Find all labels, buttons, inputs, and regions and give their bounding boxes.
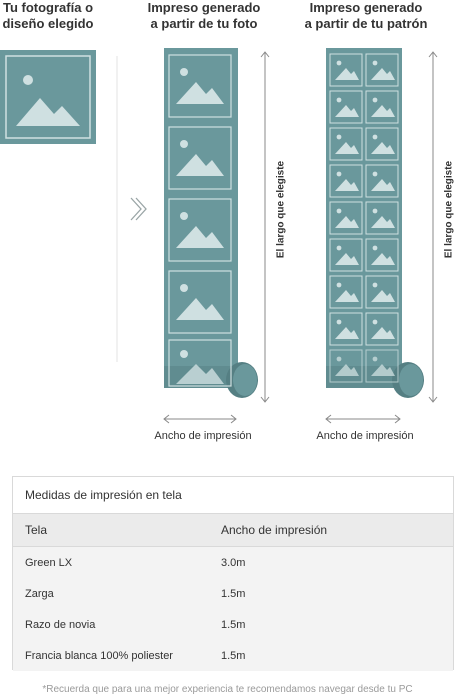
table-row: Zarga 1.5m <box>13 578 453 610</box>
pattern-tile <box>365 238 399 272</box>
table-cell-width: 3.0m <box>221 556 246 569</box>
source-column-title: Tu fotografía o diseño elegido <box>0 0 96 32</box>
pattern-tile <box>329 201 363 235</box>
pattern-tile <box>365 164 399 198</box>
pattern-print-title-line1: Impreso generado <box>309 0 423 15</box>
table-cell-width: 1.5m <box>221 587 246 600</box>
pattern-tile <box>329 349 363 383</box>
pattern-tile <box>365 127 399 161</box>
photo-print-roll <box>164 48 258 398</box>
photo-tiles <box>168 54 232 387</box>
pattern-tile <box>365 349 399 383</box>
footnote: *Recuerda que para una mejor experiencia… <box>42 684 413 695</box>
pattern-tile <box>329 275 363 309</box>
pattern-width-arrow <box>325 414 401 424</box>
source-image <box>0 50 96 144</box>
table-row: Razo de novia 1.5m <box>13 609 453 641</box>
table-cell-fabric: Francia blanca 100% poliester <box>25 649 173 662</box>
source-title-line1: Tu fotografía o <box>2 0 94 15</box>
pattern-tile <box>329 127 363 161</box>
table-row: Francia blanca 100% poliester 1.5m <box>13 640 453 671</box>
table-cell-fabric: Zarga <box>25 587 54 600</box>
pattern-length-arrow <box>428 51 438 403</box>
divider-line <box>116 56 118 362</box>
table-header-width: Ancho de impresión <box>221 523 328 537</box>
table-row: Green LX 3.0m <box>13 547 453 579</box>
pattern-tile <box>329 90 363 124</box>
pattern-tile <box>365 312 399 346</box>
fabric-measurements-table: Medidas de impresión en tela Tela Ancho … <box>12 476 454 671</box>
pattern-tile <box>329 164 363 198</box>
pattern-print-column-title: Impreso generado a partir de tu patrón <box>296 0 436 32</box>
table-header-fabric: Tela <box>25 523 48 537</box>
photo-print-title-line2: a partir de tu foto <box>150 16 258 31</box>
pattern-tile <box>329 238 363 272</box>
photo-length-label: El largo que elegiste <box>275 160 287 259</box>
chevron-right-icon <box>130 197 147 221</box>
pattern-tile <box>329 312 363 346</box>
table-cell-width: 1.5m <box>221 649 246 662</box>
table-cell-width: 1.5m <box>221 618 246 631</box>
pattern-tiles <box>329 53 399 383</box>
pattern-tile <box>365 53 399 87</box>
photo-width-label: Ancho de impresión <box>154 430 252 442</box>
table-title: Medidas de impresión en tela <box>13 477 453 514</box>
photo-print-title-line1: Impreso generado <box>147 0 261 15</box>
pattern-length-label: El largo que elegiste <box>443 160 455 259</box>
photo-print-column-title: Impreso generado a partir de tu foto <box>134 0 274 32</box>
pattern-tile <box>365 275 399 309</box>
table-cell-fabric: Razo de novia <box>25 618 96 631</box>
pattern-tile <box>365 201 399 235</box>
pattern-width-label: Ancho de impresión <box>316 430 414 442</box>
source-title-line2: diseño elegido <box>2 16 94 31</box>
pattern-print-roll <box>326 48 424 398</box>
table-cell-fabric: Green LX <box>25 556 73 569</box>
pattern-tile <box>329 53 363 87</box>
photo-width-arrow <box>163 414 237 424</box>
photo-length-arrow <box>260 51 270 403</box>
pattern-print-title-line2: a partir de tu patrón <box>304 16 428 31</box>
table-header-row: Tela Ancho de impresión <box>13 514 453 547</box>
pattern-tile <box>365 90 399 124</box>
